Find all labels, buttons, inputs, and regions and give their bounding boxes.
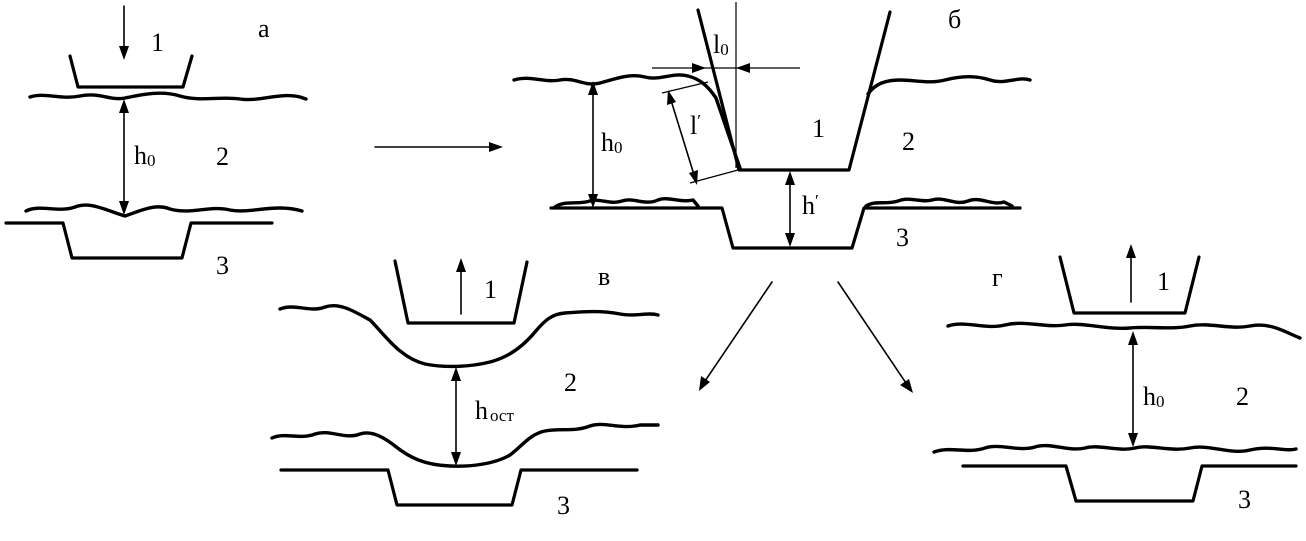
sheet-top-a: [28, 91, 308, 102]
transition-arrow-b-d: [837, 281, 913, 393]
punch-label-d: 1: [1157, 267, 1170, 296]
thickness-label-d: h0: [1143, 382, 1165, 411]
sheet-bottom-left-b: [553, 197, 700, 209]
punch-label-a: 1: [151, 28, 164, 57]
transition-arrow-b-c: [699, 281, 773, 391]
sheet-bottom-right-b: [864, 197, 1014, 208]
punch-label-b: 1: [812, 114, 825, 143]
die-label-c: 3: [557, 491, 570, 520]
panel-d: г 1 h0 2 3: [932, 244, 1302, 514]
punch-c: [393, 259, 529, 325]
panel-b: б l0 l′ h0 1 2 h′ 3: [512, 2, 1032, 252]
panel-letter-c: в: [598, 262, 610, 291]
punch-label-c: 1: [484, 275, 497, 304]
arrowhead-a-force: [119, 46, 129, 60]
wall-dim-ext-bottom-b: [689, 169, 739, 184]
punch-a: [68, 54, 194, 89]
sheet-label-d: 2: [1236, 382, 1249, 411]
sheet-top-d: [946, 321, 1302, 340]
die-label-b: 3: [896, 223, 909, 252]
wall-dim-b: [669, 96, 696, 179]
arrowhead-d-force: [1126, 244, 1136, 258]
gap-label-b: h′: [802, 191, 819, 220]
transition-arrow-a-b: [374, 142, 503, 152]
die-b: [549, 206, 1022, 250]
sheet-bottom-c: [270, 422, 660, 468]
wall-dim-ext-top-b: [661, 81, 709, 94]
punch-b: [696, 8, 892, 172]
panel-a: 1 а h0 2 3: [4, 5, 308, 280]
sheet-top-right-b: [866, 74, 1032, 96]
panel-letter-b: б: [948, 5, 961, 34]
die-c: [279, 468, 639, 507]
die-label-a: 3: [216, 251, 229, 280]
thickness-label-a: h0: [134, 141, 156, 170]
die-d: [961, 464, 1298, 503]
sheet-top-left-b: [512, 73, 742, 170]
die-label-d: 3: [1238, 485, 1251, 514]
sheet-label-a: 2: [216, 142, 229, 171]
clearance-label-b: l0: [713, 30, 729, 59]
sheet-bottom-d: [932, 443, 1298, 454]
sheet-label-c: 2: [564, 368, 577, 397]
panel-letter-d: г: [992, 263, 1003, 292]
die-a: [4, 221, 274, 260]
wall-label-b: l′: [690, 111, 701, 140]
thickness-label-b: h0: [601, 128, 623, 157]
arrowhead-c-force: [456, 258, 466, 272]
sheet-top-c: [278, 304, 660, 369]
sheet-label-b: 2: [902, 127, 915, 156]
punch-d: [1058, 255, 1201, 315]
sheet-bottom-a: [24, 203, 304, 218]
panel-letter-a: а: [258, 14, 270, 43]
